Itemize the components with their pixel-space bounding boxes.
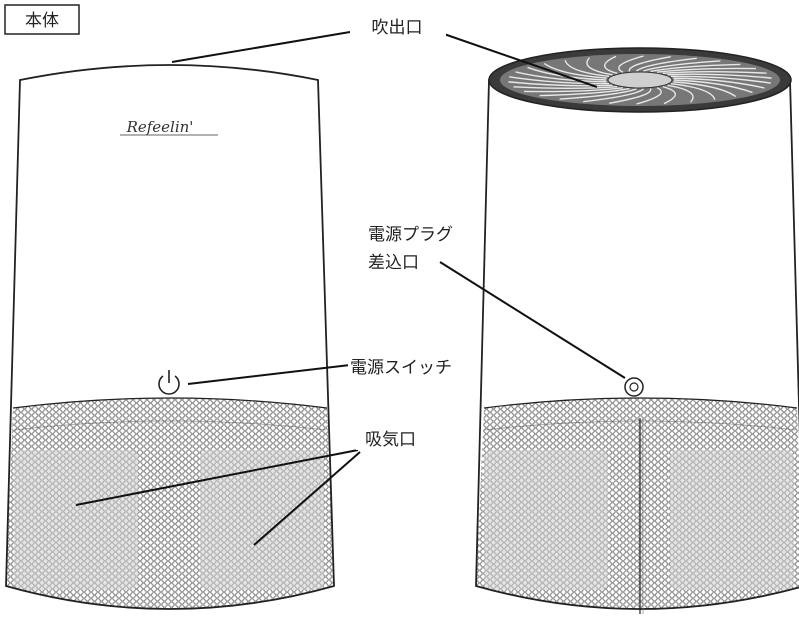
fan-blade bbox=[635, 57, 697, 72]
title-box: 本体 bbox=[4, 4, 80, 35]
fan-blade bbox=[583, 88, 645, 103]
label-switch: 電源スイッチ bbox=[350, 358, 452, 378]
leader-outlet-left bbox=[171, 31, 351, 63]
fan-blade bbox=[523, 87, 624, 93]
brand-logo: Refeelin' bbox=[126, 118, 194, 136]
fan-blade bbox=[673, 79, 753, 94]
fan-blade bbox=[527, 66, 607, 81]
fan-blade bbox=[671, 75, 771, 84]
back-grille-panel-left bbox=[484, 450, 608, 590]
label-plug-line1: 電源プラグ bbox=[368, 225, 453, 245]
power-icon bbox=[158, 370, 180, 395]
fan-blade bbox=[539, 87, 630, 97]
back-grille-panel-right bbox=[670, 450, 794, 590]
fan-blade bbox=[564, 59, 610, 78]
fan-blade bbox=[656, 67, 757, 73]
fan-blade bbox=[509, 76, 609, 85]
fan-blade bbox=[643, 60, 721, 72]
fan-blade bbox=[667, 73, 772, 79]
label-intake: 吸気口 bbox=[365, 430, 416, 450]
back-mesh-section bbox=[476, 398, 799, 609]
purifier-front-view: Refeelin' bbox=[5, 64, 335, 610]
fan-icon bbox=[488, 47, 792, 113]
leader-outlet-right bbox=[443, 33, 598, 88]
front-mesh-section bbox=[6, 398, 334, 609]
label-plug-line2: 差込口 bbox=[368, 253, 419, 273]
fan-blade bbox=[603, 55, 618, 74]
fan-blade bbox=[662, 70, 767, 75]
fan-blade bbox=[513, 85, 618, 90]
purifier-back-view bbox=[475, 47, 799, 614]
fan-blade bbox=[609, 88, 652, 105]
fan-blade bbox=[628, 55, 671, 72]
fan-blade bbox=[618, 55, 644, 73]
leader-intake-left bbox=[75, 449, 359, 506]
fan-blade bbox=[673, 77, 765, 89]
fan-blade bbox=[559, 88, 637, 100]
fan-blade bbox=[636, 87, 662, 105]
fan-blade bbox=[670, 82, 716, 101]
fan-blade bbox=[543, 62, 607, 79]
fan-blade bbox=[586, 57, 613, 76]
front-grille-panel-left bbox=[14, 450, 138, 590]
fan-blade bbox=[515, 71, 607, 83]
fan-blade bbox=[673, 81, 737, 98]
leader-switch bbox=[187, 364, 351, 385]
fan-blade bbox=[508, 81, 613, 87]
label-outlet: 吹出口 bbox=[372, 18, 423, 38]
fan-blade bbox=[662, 86, 677, 105]
title-text: 本体 bbox=[25, 11, 59, 31]
plug-socket-icon bbox=[624, 377, 644, 397]
leader-plug bbox=[439, 261, 626, 379]
front-grille-panel-right bbox=[200, 450, 324, 590]
leader-lines bbox=[75, 31, 626, 546]
leader-intake-right bbox=[253, 451, 361, 546]
fan-blade bbox=[650, 63, 741, 73]
fan-blade bbox=[667, 84, 694, 103]
